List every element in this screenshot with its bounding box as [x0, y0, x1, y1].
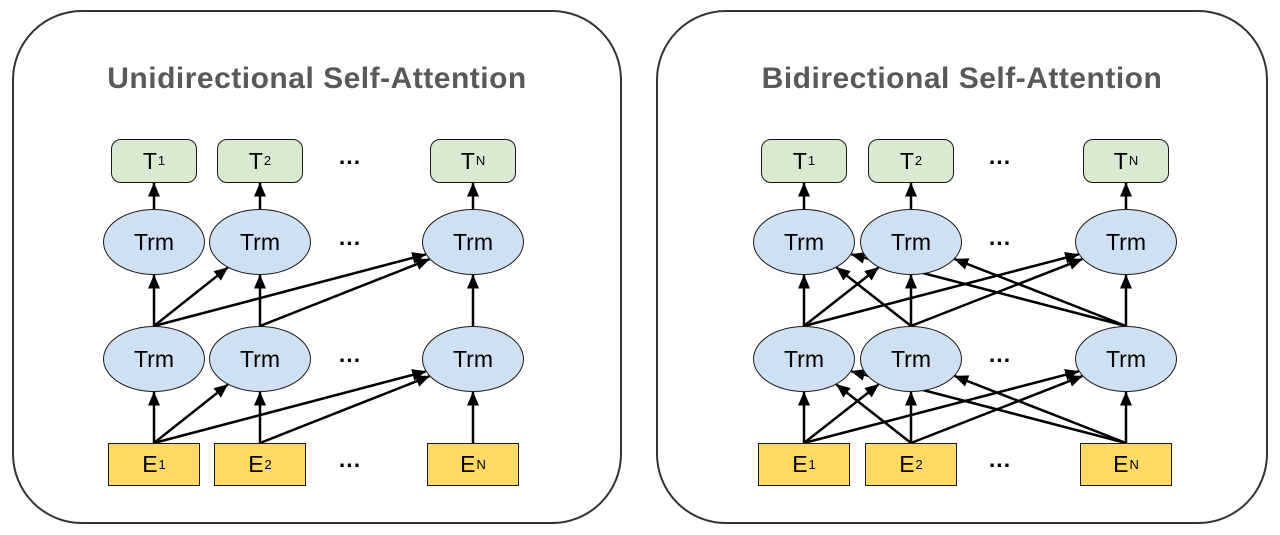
- trm-lower-1: Trm: [753, 326, 855, 392]
- trm-upper-1: Trm: [753, 209, 855, 275]
- ellipsis-e-row: ...: [988, 446, 1012, 472]
- en-label: E: [1113, 451, 1129, 477]
- ellipsis-e-row: ...: [338, 446, 362, 472]
- e2-label: E: [248, 451, 264, 477]
- trm-lower-2: Trm: [860, 326, 962, 392]
- trm-lower-1: Trm: [103, 326, 205, 392]
- t2-label: T: [899, 147, 914, 174]
- trm-lower-n: Trm: [422, 326, 524, 392]
- trm-upper-n: Trm: [422, 209, 524, 275]
- panel-title: Unidirectional Self-Attention: [107, 62, 527, 95]
- ellipsis-t-row: ...: [988, 143, 1012, 169]
- trm-upper-2: Trm: [860, 209, 962, 275]
- ellipsis-upper-trm-row: ...: [338, 224, 362, 250]
- t2-label: T: [248, 147, 263, 174]
- t1-label: T: [792, 147, 807, 174]
- ellipsis-upper-trm-row: ...: [988, 224, 1012, 250]
- ellipsis-lower-trm-row: ...: [338, 341, 362, 367]
- trm-upper-n: Trm: [1075, 209, 1177, 275]
- e2-label: E: [899, 451, 915, 477]
- panel-title: Bidirectional Self-Attention: [761, 62, 1163, 95]
- trm-lower-n: Trm: [1075, 326, 1177, 392]
- ellipsis-lower-trm-row: ...: [988, 341, 1012, 367]
- tn-label: T: [1113, 147, 1128, 174]
- e1-label: E: [142, 451, 158, 477]
- tn-label: T: [460, 147, 475, 174]
- trm-upper-2: Trm: [209, 209, 311, 275]
- ellipsis-t-row: ...: [338, 143, 362, 169]
- trm-lower-2: Trm: [209, 326, 311, 392]
- e1-label: E: [792, 451, 808, 477]
- trm-upper-1: Trm: [103, 209, 205, 275]
- t1-label: T: [142, 147, 157, 174]
- en-label: E: [460, 451, 476, 477]
